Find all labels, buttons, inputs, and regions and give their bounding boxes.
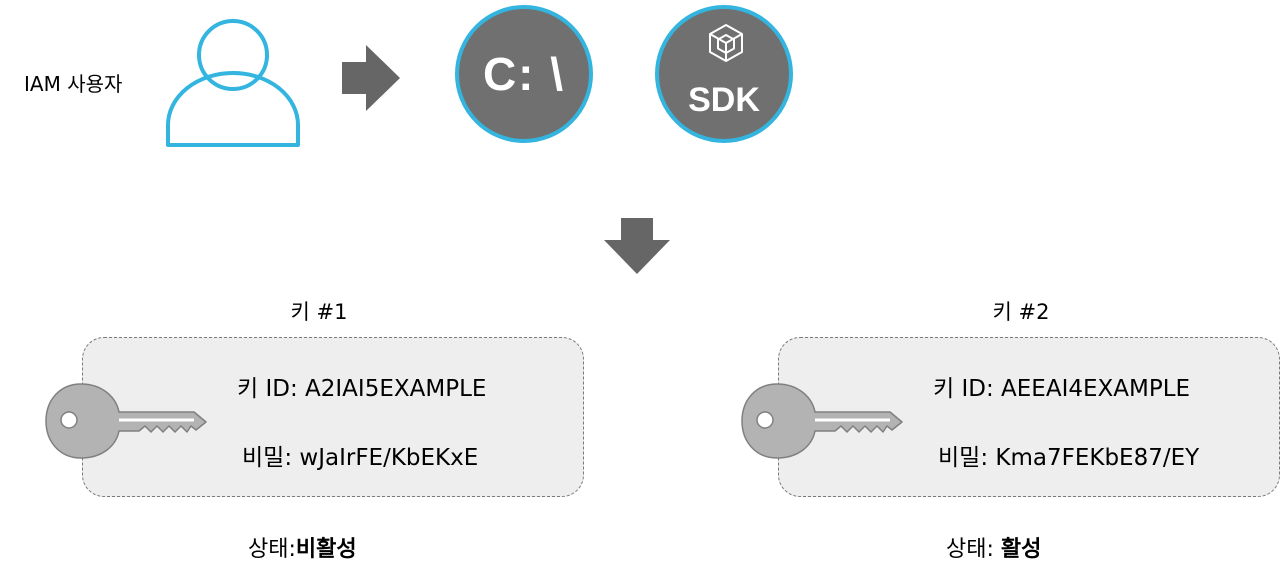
user-icon — [166, 19, 300, 147]
key-1-secret-label: 비밀: — [242, 445, 293, 471]
key-1-id-line: 키 ID: A2IAI5EXAMPLE — [237, 369, 486, 403]
key-2-id-value: AEEAI4EXAMPLE — [1001, 376, 1191, 402]
cube-icon — [709, 24, 743, 62]
key-2-secret-label: 비밀: — [938, 445, 989, 471]
key-1-title: 키 #1 — [290, 300, 348, 324]
key-1-icon — [45, 383, 207, 459]
key-1-status-value: 비활성 — [295, 537, 357, 562]
sdk-circle: SDK — [655, 5, 793, 143]
down-arrow-icon — [604, 218, 670, 274]
key-2-id-line: 키 ID: AEEAI4EXAMPLE — [933, 369, 1190, 403]
key-1-secret-line: 비밀: wJaIrFE/KbEKxE — [242, 438, 478, 472]
key-2-status-label: 상태: — [946, 537, 994, 562]
key-1-status-label: 상태: — [248, 537, 296, 562]
key-2-secret-line: 비밀: Kma7FEKbE87/EY — [938, 438, 1199, 472]
key-2-status-value: 활성 — [1000, 537, 1042, 562]
key-2-secret-value: Kma7FEKbE87/EY — [995, 445, 1200, 471]
cli-label: C: \ — [482, 48, 566, 100]
key-2-status: 상태: 활성 — [946, 531, 1041, 563]
key-2-id-label: 키 ID: — [933, 376, 994, 402]
key-1-id-label: 키 ID: — [237, 376, 298, 402]
key-1-status: 상태:비활성 — [248, 531, 357, 563]
sdk-label: SDK — [688, 81, 760, 119]
iam-user-label: IAM 사용자 — [24, 72, 123, 96]
cli-circle: C: \ — [455, 5, 593, 143]
key-1-secret-value: wJaIrFE/KbEKxE — [299, 445, 479, 471]
key-2-icon — [741, 383, 903, 459]
key-2-title: 키 #2 — [992, 300, 1050, 324]
right-arrow-icon — [342, 45, 400, 111]
key-1-id-value: A2IAI5EXAMPLE — [305, 376, 487, 402]
